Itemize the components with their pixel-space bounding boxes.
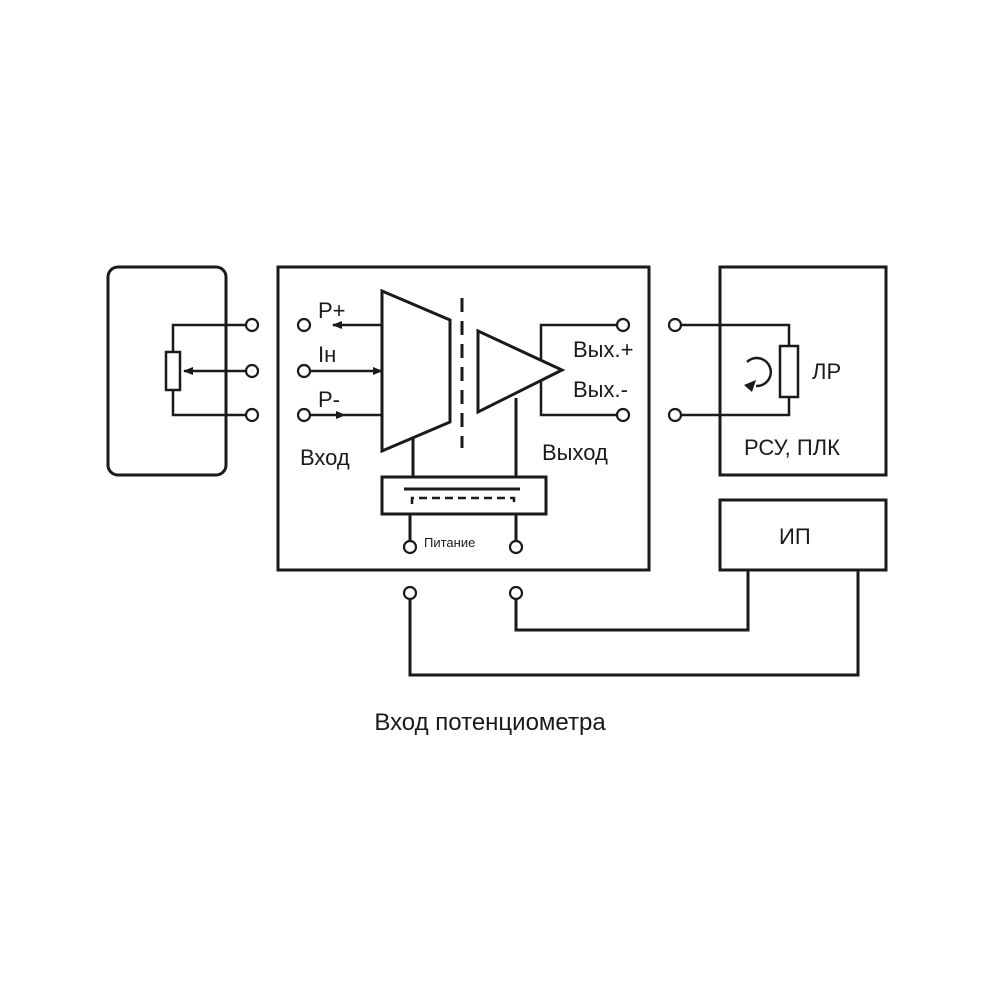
diagram-caption: Вход потенциометра [374, 709, 606, 736]
label-i-n: Iн [318, 342, 336, 367]
sensor-terminal-1[interactable] [244, 317, 260, 333]
output-amplifier [476, 328, 566, 415]
controller-housing [718, 265, 888, 477]
output-terminal-minus[interactable] [615, 407, 631, 423]
controller-terminal-plus[interactable] [667, 317, 683, 333]
label-output: Выход [542, 440, 608, 465]
external-power-terminal-right[interactable] [508, 585, 524, 601]
label-p-minus: P- [318, 387, 340, 412]
converter-module: P+ Iн P- Вход Вых.+ Вых.- Выход Питание [276, 265, 651, 572]
power-wire-outer [408, 570, 860, 677]
current-loop-icon [746, 356, 772, 388]
label-load-resistor: ЛР [812, 359, 841, 384]
power-supply-wiring [402, 570, 860, 677]
input-terminal-p-plus[interactable] [296, 317, 312, 333]
label-input: Вход [300, 445, 350, 470]
label-controller: РСУ, ПЛК [744, 435, 840, 460]
input-stage-block [380, 288, 452, 454]
input-terminal-in[interactable] [296, 363, 312, 379]
load-resistor-wires [681, 323, 791, 417]
power-wire-inner [514, 570, 750, 632]
power-terminal-left[interactable] [402, 539, 418, 555]
controller-terminal-minus[interactable] [667, 407, 683, 423]
dc-symbol-dashed [410, 496, 516, 504]
load-resistor [778, 344, 800, 399]
controller-box: ЛР РСУ, ПЛК [667, 265, 888, 477]
label-power-supply: ИП [779, 524, 811, 549]
power-terminal-right[interactable] [508, 539, 524, 555]
output-wires [539, 323, 620, 417]
label-out-plus: Вых.+ [573, 337, 633, 362]
sensor-terminal-3[interactable] [244, 407, 260, 423]
external-power-terminal-left[interactable] [402, 585, 418, 601]
label-out-minus: Вых.- [573, 377, 628, 402]
potentiometer-sensor [106, 265, 260, 477]
potentiometer-wires [171, 323, 252, 417]
potentiometer-resistor [164, 350, 182, 392]
output-terminal-plus[interactable] [615, 317, 631, 333]
label-p-plus: P+ [318, 298, 346, 323]
converter-housing [276, 265, 651, 572]
power-block [380, 475, 548, 516]
power-supply-box: ИП [718, 498, 888, 572]
sensor-terminal-2[interactable] [244, 363, 260, 379]
current-loop-arrowhead [744, 380, 756, 392]
input-terminal-p-minus[interactable] [296, 407, 312, 423]
label-power: Питание [424, 535, 475, 550]
power-supply-housing [718, 498, 888, 572]
